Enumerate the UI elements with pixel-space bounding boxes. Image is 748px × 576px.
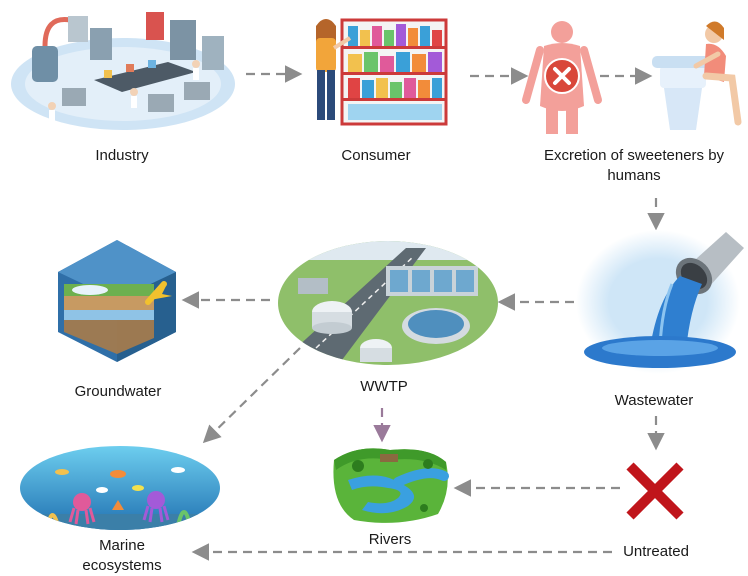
untreated-node	[622, 458, 688, 524]
marine-node	[18, 444, 222, 532]
untreated-label: Untreated	[623, 543, 689, 560]
factory-illustration	[11, 12, 235, 130]
consumer-label: Consumer	[341, 147, 411, 164]
marine-label-line1: Marine	[99, 537, 145, 554]
wastewater-label: Wastewater	[614, 392, 694, 409]
human-excretion-illustration	[522, 21, 742, 134]
wastewater-node	[576, 228, 748, 376]
river-landscape-illustration	[333, 448, 449, 523]
untreated-cross-icon	[626, 462, 684, 520]
groundwater-node	[54, 236, 180, 366]
groundwater-hexagon-illustration	[58, 240, 176, 362]
arrow-wwtp-to-marine	[202, 347, 301, 444]
excretion-label-line1: Excretion of sweeteners by	[543, 147, 725, 164]
industry-node	[8, 6, 238, 136]
marine-ecosystem-illustration	[20, 446, 220, 530]
excretion-node	[518, 16, 748, 138]
wastewater-pipe-illustration	[576, 230, 744, 374]
groundwater-label: Groundwater	[74, 383, 162, 400]
marine-label-line2: ecosystems	[82, 557, 162, 574]
rivers-node	[328, 440, 452, 528]
consumer-node	[302, 12, 450, 130]
shopper-shelf-illustration	[316, 18, 448, 126]
treatment-plant-illustration	[278, 241, 498, 365]
wwtp-label: WWTP	[360, 378, 408, 395]
excretion-label-line2: humans	[607, 167, 661, 184]
rivers-label: Rivers	[368, 531, 412, 548]
wwtp-node	[276, 238, 500, 368]
industry-label: Industry	[95, 147, 149, 164]
